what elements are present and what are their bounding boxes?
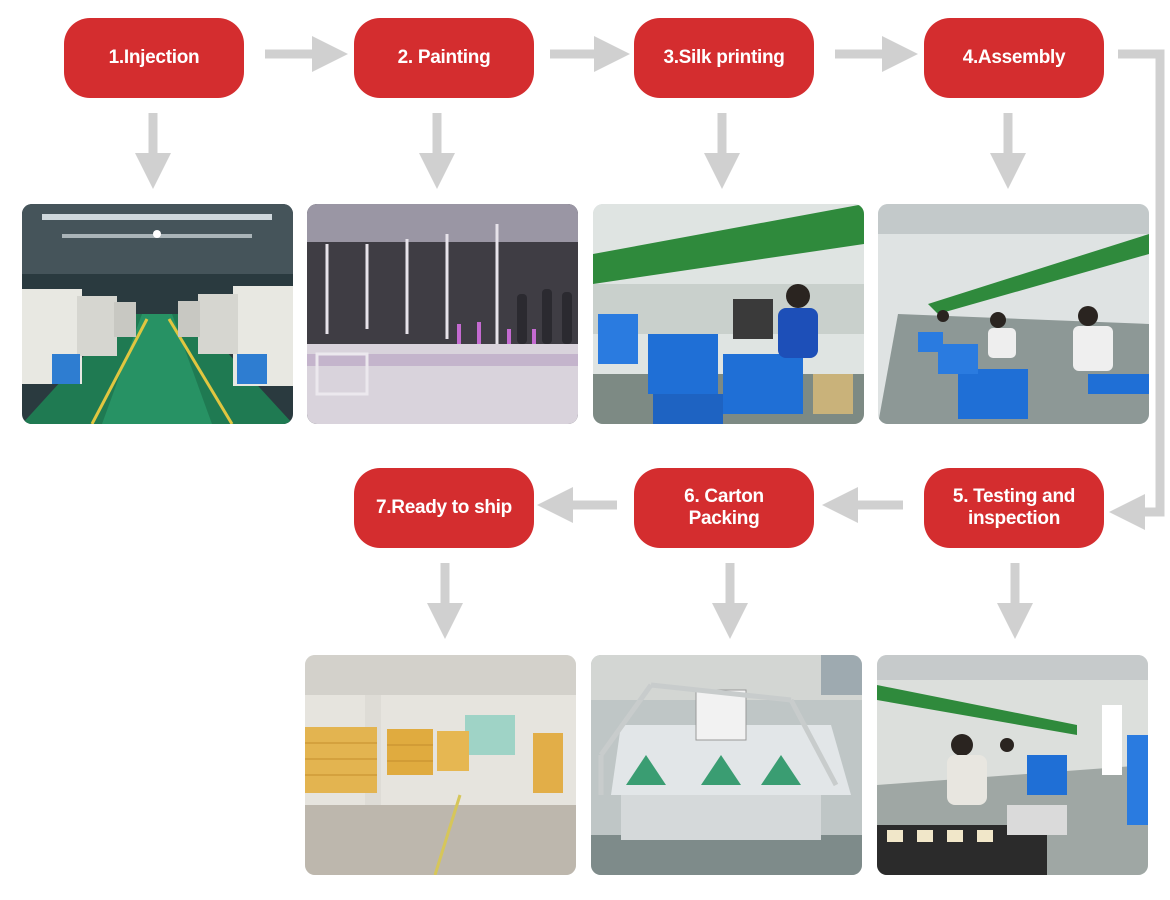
photo-painting xyxy=(307,204,578,424)
step-ready-to-ship: 7.Ready to ship xyxy=(354,468,534,548)
photo-ready-to-ship xyxy=(305,655,576,875)
step-silk-printing: 3.Silk printing xyxy=(634,18,814,98)
photo-assembly xyxy=(878,204,1149,424)
photo-silk-printing xyxy=(593,204,864,424)
step-label: 5. Testing and inspection xyxy=(952,486,1076,529)
step-painting: 2. Painting xyxy=(354,18,534,98)
step-carton-packing: 6. Carton Packing xyxy=(634,468,814,548)
step-label: 7.Ready to ship xyxy=(376,497,512,518)
step-label: 4.Assembly xyxy=(962,47,1066,68)
step-injection: 1.Injection xyxy=(64,18,244,98)
step-label: 6. Carton Packing xyxy=(684,486,764,529)
photo-injection xyxy=(22,204,293,424)
photo-carton-packing xyxy=(591,655,862,875)
step-label: 1.Injection xyxy=(108,47,200,68)
step-label: 3.Silk printing xyxy=(663,47,785,68)
step-testing: 5. Testing and inspection xyxy=(924,468,1104,548)
step-assembly: 4.Assembly xyxy=(924,18,1104,98)
photo-testing xyxy=(877,655,1148,875)
step-label: 2. Painting xyxy=(397,47,491,68)
